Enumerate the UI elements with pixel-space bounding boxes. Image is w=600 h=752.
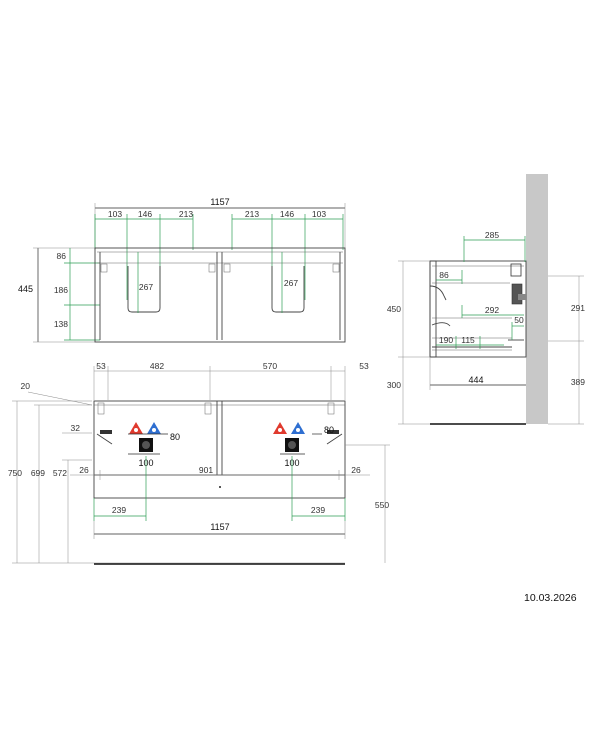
side-depth-444: 444 [468, 375, 483, 385]
side-dim-285: 285 [485, 230, 499, 240]
front-height-699: 699 [31, 468, 45, 478]
front-top-dim-1: 53 [96, 361, 106, 371]
front-height-572: 572 [53, 468, 67, 478]
side-height-300: 300 [387, 380, 401, 390]
front-top-dim-2: 482 [150, 361, 164, 371]
front-left-dim-32: 32 [71, 423, 81, 433]
front-gap-right: 26 [351, 465, 361, 475]
front-dim-239-right: 239 [311, 505, 325, 515]
front-overall-width: 1157 [210, 522, 229, 532]
top-dim-3: 213 [179, 209, 193, 219]
top-overall-depth: 445 [18, 284, 33, 294]
pipe-dim-80-left: 80 [170, 432, 180, 442]
side-view: 285 86 292 50 190 115 450 300 291 389 44… [387, 174, 585, 425]
side-height-389: 389 [571, 377, 585, 387]
front-view: 53 482 570 53 20 32 750 699 572 [8, 361, 390, 565]
top-inner-depth-right: 267 [284, 278, 298, 288]
drawing-date: 10.03.2026 [524, 592, 577, 604]
top-depth-2: 186 [54, 285, 68, 295]
top-overall-width: 1157 [210, 197, 229, 207]
side-dim-292: 292 [485, 305, 499, 315]
front-inner-width: 901 [199, 465, 213, 475]
top-dim-2: 146 [138, 209, 152, 219]
top-dim-6: 103 [312, 209, 326, 219]
top-dim-5: 146 [280, 209, 294, 219]
wall [526, 174, 548, 424]
top-depth-3: 138 [54, 319, 68, 329]
pipe-dim-80-right: 80 [324, 425, 334, 435]
front-top-dim-4: 53 [359, 361, 369, 371]
side-height-450: 450 [387, 304, 401, 314]
front-top-dim-3: 570 [263, 361, 277, 371]
top-dim-1: 103 [108, 209, 122, 219]
front-height-750: 750 [8, 468, 22, 478]
front-gap-left: 26 [79, 465, 89, 475]
top-inner-depth-left: 267 [139, 282, 153, 292]
side-dim-50: 50 [514, 315, 524, 325]
top-view: 1157 103 146 213 213 146 103 445 86 186 … [18, 197, 346, 343]
front-left-dim-20: 20 [21, 381, 31, 391]
side-dim-115: 115 [461, 335, 475, 345]
side-height-291: 291 [571, 303, 585, 313]
front-height-550: 550 [375, 500, 389, 510]
top-depth-1: 86 [57, 251, 67, 261]
side-dim-190: 190 [439, 335, 453, 345]
front-dim-239-left: 239 [112, 505, 126, 515]
side-dim-86: 86 [439, 270, 449, 280]
top-dim-4: 213 [245, 209, 259, 219]
